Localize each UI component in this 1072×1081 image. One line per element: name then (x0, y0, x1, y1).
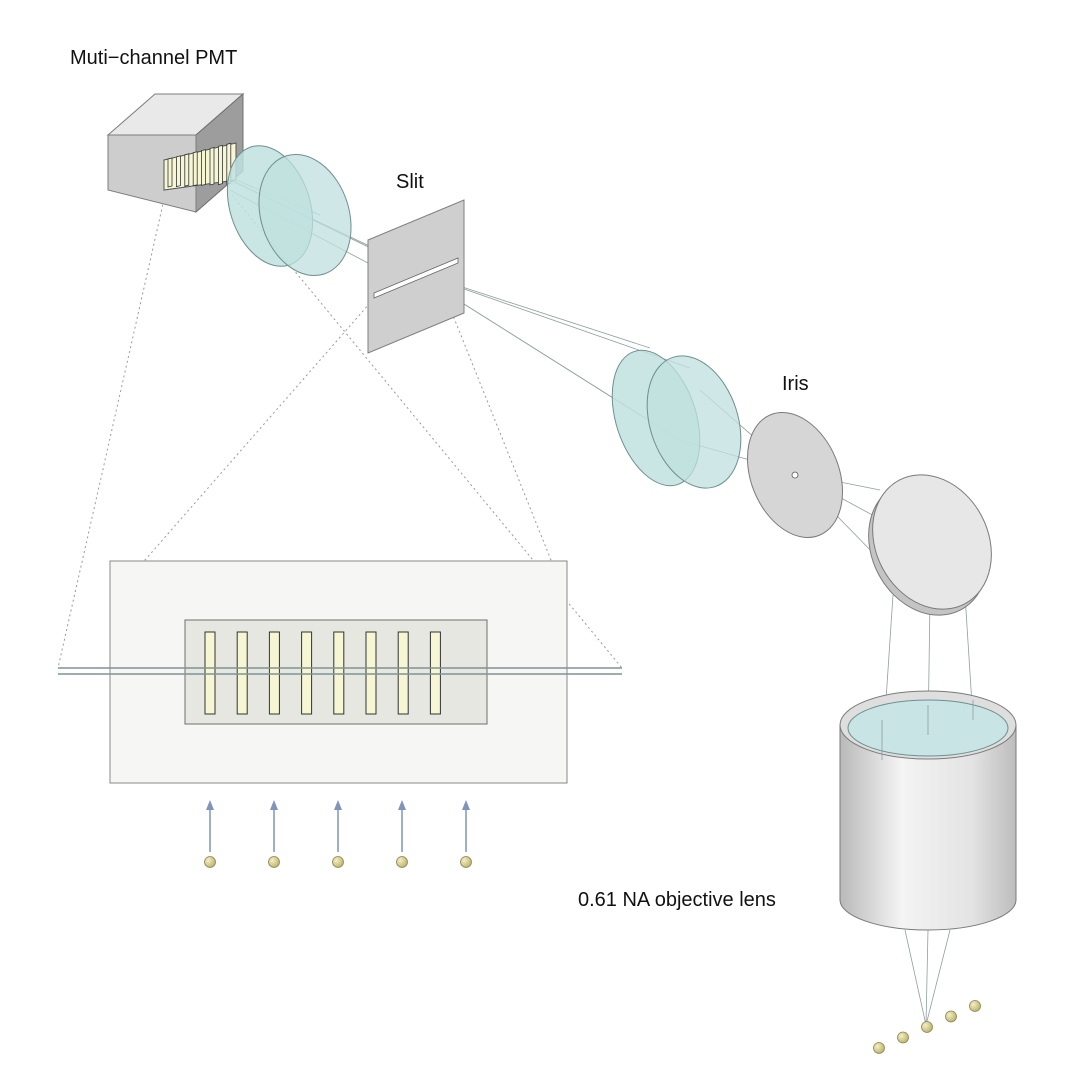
sample-bead (897, 1031, 909, 1044)
arrow-head (462, 800, 470, 810)
pmt-channel-strip (209, 146, 215, 186)
fluorescent-bead (460, 856, 472, 868)
fluorescent-bead (332, 856, 344, 868)
arrow-head (398, 800, 406, 810)
pmt-detector (106, 92, 245, 214)
pmt-channel-strip (175, 155, 181, 188)
sample-beads (873, 1000, 981, 1054)
detector-zoom-inset (58, 560, 622, 784)
sample-bead (969, 1000, 981, 1012)
objective-lens-cylinder (839, 690, 1017, 931)
inset-channel-strip (365, 631, 377, 715)
inset-channel-strip (268, 631, 280, 715)
pmt-channel-strip (201, 149, 207, 186)
pmt-label: Muti−channel PMT (70, 47, 238, 69)
slit-label: Slit (396, 171, 424, 193)
fluorescent-bead (204, 856, 216, 868)
sample-bead (921, 1021, 933, 1033)
emission-arrows (204, 800, 472, 868)
arrow-head (206, 800, 214, 810)
inset-channel-strip (333, 631, 345, 715)
iris-disc (746, 412, 844, 538)
inset-channel-strip (429, 631, 441, 715)
lens-pair-1 (226, 145, 352, 277)
inset-channel-strip (204, 631, 216, 715)
mirror (868, 474, 992, 616)
objective-label: 0.61 NA objective lens (578, 889, 776, 911)
inset-channel-strip (301, 631, 313, 715)
lens-pair-2 (611, 349, 742, 489)
sample-bead (873, 1042, 885, 1054)
sample-bead (945, 1010, 957, 1023)
inset-channel-strips (204, 631, 441, 715)
fluorescent-bead (268, 856, 280, 868)
arrow-head (334, 800, 342, 810)
inset-channel-strip (397, 631, 409, 715)
pmt-channel-strip (184, 153, 190, 187)
slit-plate (367, 199, 465, 354)
inset-channel-strip (236, 631, 248, 715)
pmt-channel-strip (167, 157, 173, 188)
pmt-channel-strip (217, 144, 223, 186)
pmt-channel-strip (192, 151, 198, 187)
iris-label: Iris (782, 373, 809, 395)
arrow-head (270, 800, 278, 810)
fluorescent-bead (396, 856, 408, 868)
